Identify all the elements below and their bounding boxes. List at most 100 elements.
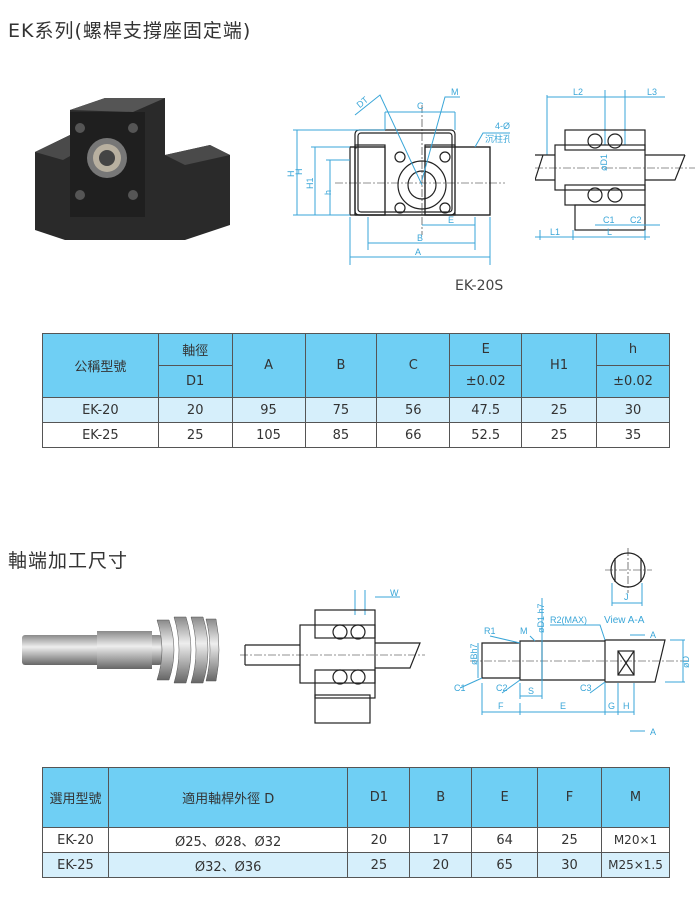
- svg-text:L: L: [607, 227, 612, 237]
- cell: 56: [376, 397, 451, 423]
- svg-text:R2(MAX): R2(MAX): [550, 615, 587, 625]
- svg-text:øBh7: øBh7: [469, 643, 479, 665]
- front-view-drawing: H H1 h A B E C DT M 4-ØX貫穿 沉柱孔ØY深Z: [286, 87, 510, 265]
- header-m: M: [600, 767, 671, 828]
- cell: EK-25: [42, 422, 159, 448]
- svg-text:C1: C1: [603, 215, 615, 225]
- header-h: h: [596, 333, 670, 366]
- cell: 25: [521, 397, 597, 423]
- support-dimensions-table: 公稱型號 軸徑 A B C E H1 h D1 ±0.02 ±0.02 EK-2…: [42, 333, 670, 448]
- svg-text:L2: L2: [573, 87, 583, 97]
- screw-shaft-photo: [22, 616, 220, 684]
- svg-text:C1: C1: [454, 683, 466, 693]
- cell: 64: [471, 827, 539, 853]
- svg-text:DT: DT: [355, 94, 371, 110]
- header-shaft: 軸徑: [157, 333, 233, 366]
- cell: 52.5: [449, 422, 523, 448]
- cell: 30: [596, 397, 670, 423]
- svg-text:C2: C2: [630, 215, 642, 225]
- svg-text:R1: R1: [484, 626, 496, 636]
- cell: 20: [347, 827, 411, 853]
- cell: 35: [596, 422, 670, 448]
- cell: Ø32、Ø36: [107, 852, 349, 878]
- cell: EK-20: [42, 397, 159, 423]
- svg-text:øD1 h7: øD1 h7: [536, 603, 546, 633]
- cell: 20: [409, 852, 473, 878]
- cell: 105: [231, 422, 306, 448]
- header-h1: H1: [521, 333, 597, 398]
- cell: 95: [231, 397, 306, 423]
- cell: 25: [521, 422, 597, 448]
- cell: 85: [304, 422, 378, 448]
- svg-text:E: E: [448, 215, 454, 225]
- svg-text:G: G: [608, 701, 615, 711]
- cell: 20: [157, 397, 233, 423]
- svg-text:H: H: [286, 171, 296, 178]
- svg-text:M: M: [451, 87, 459, 97]
- svg-text:L3: L3: [647, 87, 657, 97]
- svg-text:J: J: [624, 592, 629, 602]
- cell: 25: [157, 422, 233, 448]
- dimension-labels-vertical: H: [294, 169, 304, 176]
- cell: 25: [537, 827, 602, 853]
- header-c: C: [376, 333, 451, 398]
- svg-text:A: A: [650, 727, 656, 737]
- svg-text:H: H: [294, 169, 304, 176]
- cell: 66: [376, 422, 451, 448]
- svg-text:L1: L1: [550, 227, 560, 237]
- side-view-drawing: L2 L3 øD1 L1 L C1 C2: [535, 87, 695, 240]
- cell: 25: [347, 852, 411, 878]
- header-h-tol: ±0.02: [596, 365, 670, 398]
- cell: M20×1: [600, 827, 671, 853]
- cell: Ø25、Ø28、Ø32: [107, 827, 349, 853]
- header-e: E: [471, 767, 539, 828]
- svg-text:B: B: [417, 233, 423, 243]
- svg-text:沉柱孔ØY深Z: 沉柱孔ØY深Z: [485, 133, 510, 144]
- svg-text:W: W: [390, 588, 399, 598]
- svg-text:h: h: [323, 190, 333, 195]
- svg-text:E: E: [560, 701, 566, 711]
- cell: 75: [304, 397, 378, 423]
- cell: M25×1.5: [600, 852, 671, 878]
- support-block-photo: [25, 90, 240, 245]
- drawing-caption: EK-20S: [455, 278, 504, 294]
- svg-text:A: A: [415, 247, 421, 257]
- header-f: F: [537, 767, 602, 828]
- svg-text:øD1: øD1: [599, 154, 609, 171]
- svg-text:A: A: [650, 630, 656, 640]
- svg-text:H: H: [623, 701, 630, 711]
- header-e: E: [449, 333, 523, 366]
- svg-text:F: F: [498, 701, 504, 711]
- svg-text:C: C: [417, 101, 424, 111]
- cell: 47.5: [449, 397, 523, 423]
- svg-text:4-ØX貫穿: 4-ØX貫穿: [495, 120, 510, 131]
- cell: 30: [537, 852, 602, 878]
- header-d1: D1: [347, 767, 411, 828]
- header-d1: D1: [157, 365, 233, 398]
- svg-text:M: M: [520, 626, 528, 636]
- svg-text:H1: H1: [305, 177, 315, 189]
- header-shaft-od: 適用軸桿外徑 D: [107, 767, 349, 828]
- section-title-ek-series: EK系列(螺桿支撐座固定端): [8, 20, 252, 42]
- header-model: 選用型號: [42, 767, 109, 828]
- section-title-shaft-end: 軸端加工尺寸: [8, 550, 129, 572]
- cell: EK-25: [42, 852, 109, 878]
- svg-text:View A-A: View A-A: [604, 615, 645, 626]
- svg-text:S: S: [528, 686, 534, 696]
- svg-text:C2: C2: [496, 683, 508, 693]
- cell: 65: [471, 852, 539, 878]
- header-b: B: [304, 333, 378, 398]
- header-a: A: [231, 333, 306, 398]
- shaft-end-drawing: J View A-A A A øD1 h7 R1 M R2(MAX) øBh7 …: [454, 548, 691, 737]
- header-b: B: [409, 767, 473, 828]
- svg-text:øD: øD: [681, 656, 691, 668]
- header-model: 公稱型號: [42, 333, 159, 398]
- bearing-assembly-drawing: W: [240, 588, 425, 724]
- header-e-tol: ±0.02: [449, 365, 523, 398]
- svg-text:C3: C3: [580, 683, 592, 693]
